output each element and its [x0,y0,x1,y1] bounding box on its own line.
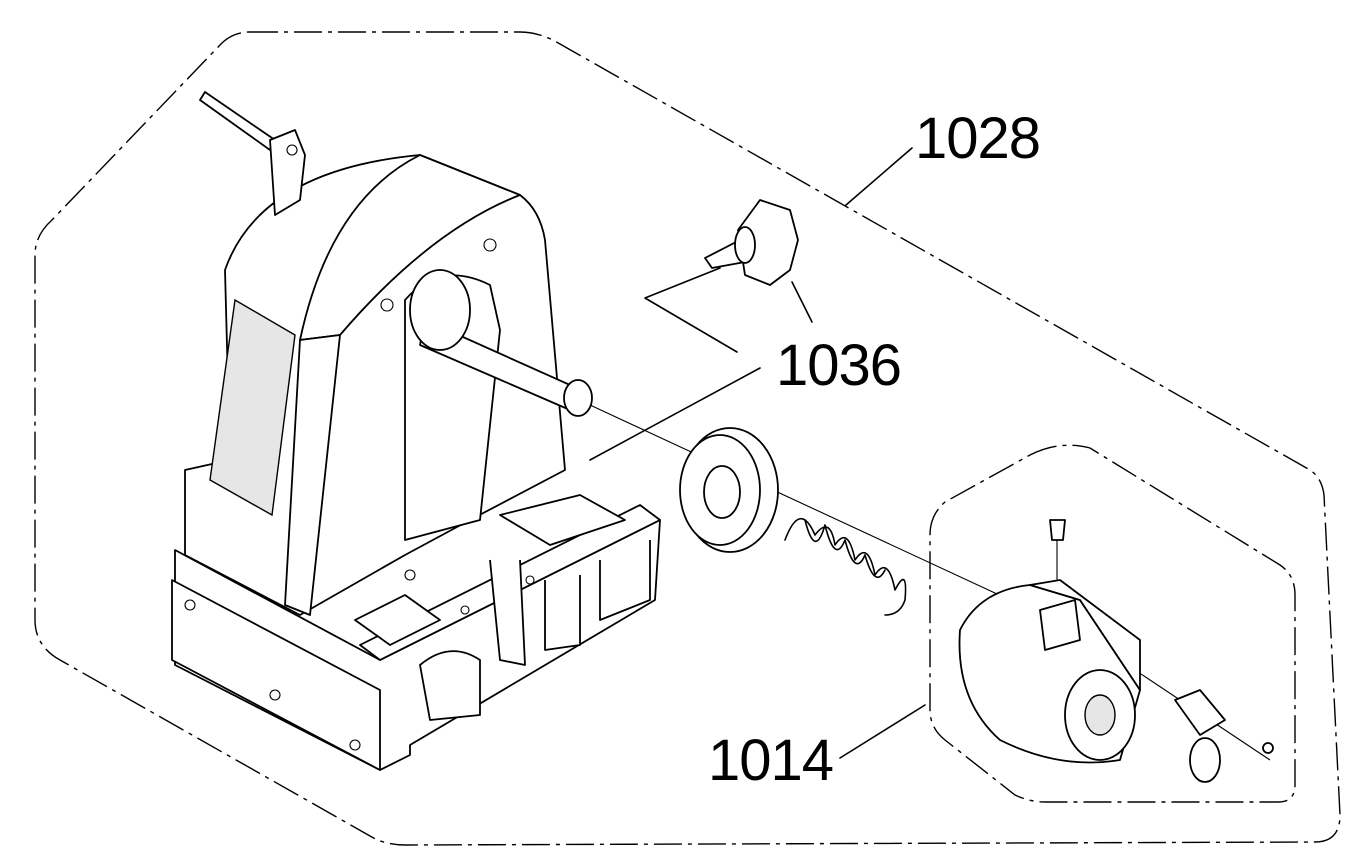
leader-1014 [839,704,926,759]
leader-1028 [845,147,913,206]
callout-1014: 1014 [708,728,834,793]
leader-1036-knob [644,267,738,353]
coil-spring [784,517,907,616]
leader-1036-knob-arrow [791,281,813,323]
star-knob [704,199,799,286]
leader-1036-spring-arm [589,367,761,461]
crank-handle [199,91,306,216]
assembly-boundary [34,31,1341,846]
housing [184,154,566,616]
spacer-cup [679,427,779,553]
callout-1036: 1036 [776,333,902,398]
callout-1028: 1028 [915,106,1041,171]
base-frame [171,494,661,771]
hub-assembly [958,519,1274,783]
shaft [409,269,593,417]
hub-boundary [929,444,1296,803]
